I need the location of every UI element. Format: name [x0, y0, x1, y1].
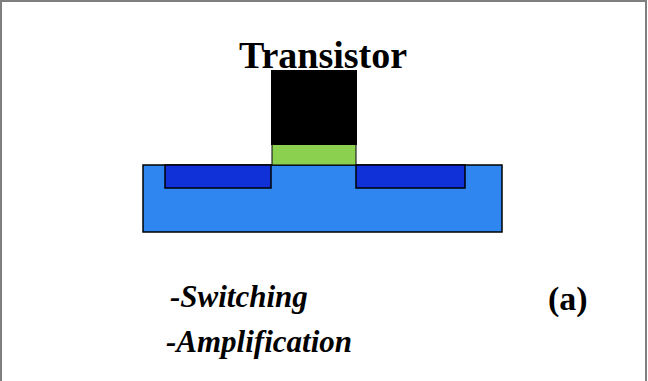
gate-oxide	[272, 144, 356, 165]
panel-letter: (a)	[548, 282, 588, 316]
function-item: -Amplification	[166, 326, 352, 357]
title: Transistor	[239, 36, 407, 74]
function-item: -Switching	[170, 281, 308, 312]
substrate	[143, 165, 502, 232]
drain-well	[356, 165, 465, 188]
source-well	[165, 165, 271, 188]
gate-electrode	[271, 70, 357, 145]
